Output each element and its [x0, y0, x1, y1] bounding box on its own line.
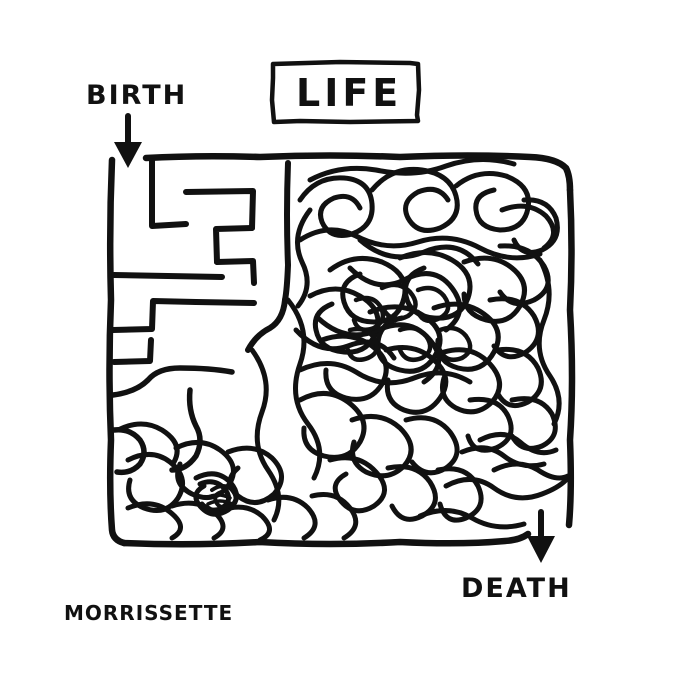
title-box	[269, 59, 422, 125]
artist-signature: MORRISSETTE	[64, 601, 233, 625]
title-label: LIFE	[296, 71, 402, 115]
death-arrow-icon	[527, 509, 555, 563]
birth-label: BIRTH	[86, 80, 187, 111]
maze-orderly-walls	[110, 158, 291, 365]
maze-chaos-scribbles	[115, 156, 571, 543]
maze-frame	[106, 152, 576, 548]
death-label: DEATH	[461, 573, 572, 604]
spiral-knot-detail	[204, 484, 238, 510]
birth-arrow-icon	[114, 113, 142, 168]
